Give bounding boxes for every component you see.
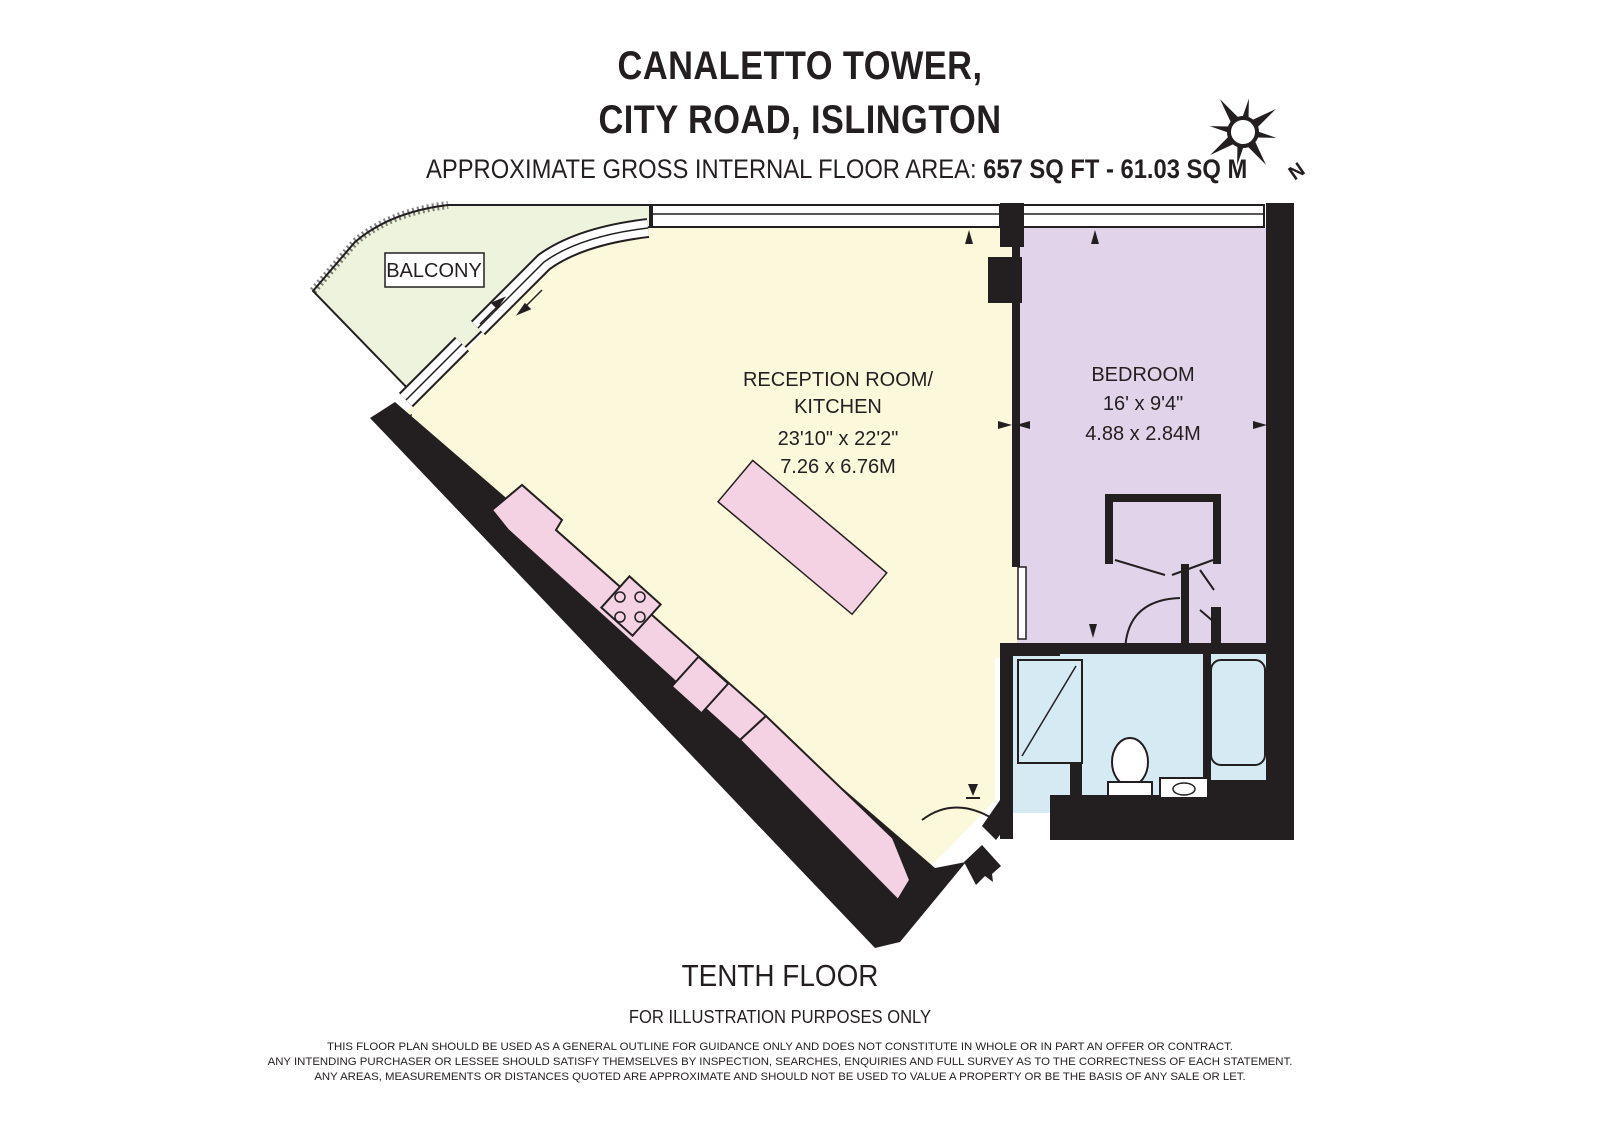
balcony-label-box: [384, 252, 485, 288]
reception-dimensions-imperial: 23'10" x 22'2": [778, 428, 899, 450]
kitchen-sink: [670, 655, 730, 715]
measurement-arrows: [398, 230, 1267, 796]
floor-area-label: APPROXIMATE GROSS INTERNAL FLOOR AREA:: [426, 154, 977, 184]
reception-label-line1: RECEPTION ROOM/: [743, 369, 933, 391]
reception-label-line2: KITCHEN: [794, 396, 882, 418]
illustration-note: FOR ILLUSTRATION PURPOSES ONLY: [628, 1007, 932, 1027]
kitchen-unit-lower: [738, 714, 912, 902]
bedroom-floor: [1017, 228, 1269, 646]
bathtub: [1210, 659, 1266, 766]
title-line-1: CANALETTO TOWER,: [617, 44, 983, 88]
toilet: [1111, 737, 1149, 787]
floor-area-value: 657 SQ FT - 61.03 SQ M: [983, 154, 1248, 184]
disclaimer: THIS FLOOR PLAN SHOULD BE USED AS A GENE…: [0, 1040, 1560, 1085]
compass-north-label: N: [1285, 159, 1309, 185]
bedroom-dimensions-imperial: 16' x 9'4": [1103, 393, 1183, 415]
balcony-label: BALCONY: [386, 260, 482, 282]
reception-dimensions-metric: 7.26 x 6.76M: [780, 456, 896, 478]
reception-room-floor: [397, 228, 1017, 896]
bedroom-dimensions-metric: 4.88 x 2.84M: [1085, 423, 1201, 445]
compass-rose-icon: [1209, 98, 1277, 166]
kitchen-island: [716, 459, 888, 616]
disclaimer-line: ANY AREAS, MEASUREMENTS OR DISTANCES QUO…: [314, 1071, 1246, 1083]
floor-level-label: TENTH FLOOR: [681, 958, 879, 993]
disclaimer-line: ANY INTENDING PURCHASER OR LESSEE SHOULD…: [267, 1056, 1293, 1068]
title-line-2: CITY ROAD, ISLINGTON: [598, 98, 1002, 142]
bedroom-label: BEDROOM: [1091, 364, 1194, 386]
entrance-arrow-icon: [964, 845, 1001, 885]
floor-area-summary: APPROXIMATE GROSS INTERNAL FLOOR AREA: 6…: [426, 154, 1247, 185]
disclaimer-line: THIS FLOOR PLAN SHOULD BE USED AS A GENE…: [327, 1041, 1233, 1053]
